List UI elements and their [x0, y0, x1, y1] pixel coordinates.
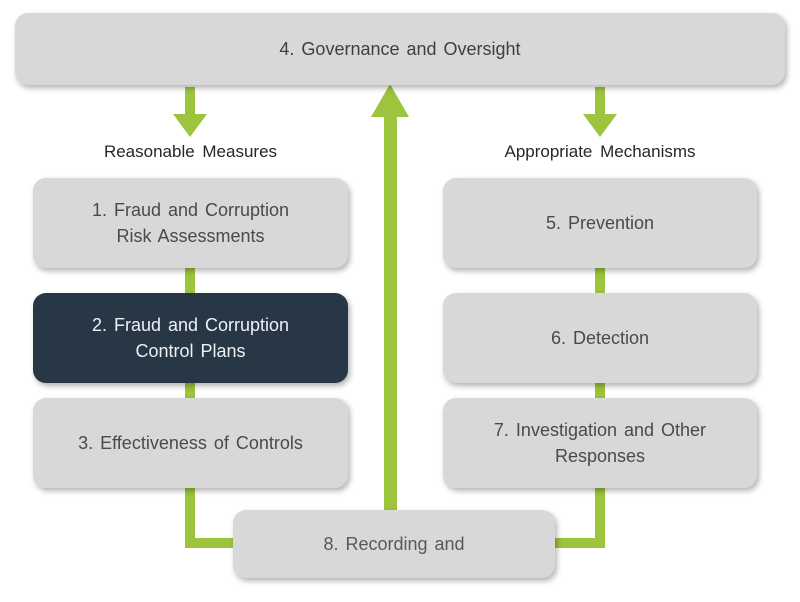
up-arrow-shaft: [384, 114, 397, 512]
prevention-box: 5. Prevention: [443, 178, 757, 268]
detection-box: 6. Detection: [443, 293, 757, 383]
governance-oversight-label: 4. Governance and Oversight: [279, 38, 521, 59]
risk-assessments-box: 1. Fraud and Corruption Risk Assessments: [33, 178, 348, 268]
governance-oversight-box: 4. Governance and Oversight: [15, 13, 785, 85]
prevention-label: 5. Prevention: [545, 212, 655, 233]
left-down-arrow-shaft: [185, 87, 195, 115]
detection-label: 6. Detection: [550, 327, 650, 348]
risk-assessments-label: 1. Fraud and Corruption Risk Assessments: [91, 199, 290, 246]
investigation-label: 7. Investigation and Other Responses: [493, 419, 707, 466]
investigation-box: 7. Investigation and Other Responses: [443, 398, 757, 488]
recording-label: 8. Recording and: [323, 533, 465, 554]
recording-box: 8. Recording and: [233, 510, 555, 578]
up-arrow-icon: [371, 84, 409, 117]
right-elbow-connector: [551, 538, 605, 548]
control-plans-box: 2. Fraud and Corruption Control Plans: [33, 293, 348, 383]
effectiveness-controls-box: 3. Effectiveness of Controls: [33, 398, 348, 488]
effectiveness-controls-label: 3. Effectiveness of Controls: [78, 432, 303, 453]
left-column-header: Reasonable Measures: [103, 142, 278, 161]
right-down-arrow-icon: [583, 114, 617, 137]
right-down-arrow-shaft: [595, 87, 605, 115]
control-plans-label: 2. Fraud and Corruption Control Plans: [91, 314, 290, 361]
left-elbow-connector: [185, 538, 235, 548]
right-column-header: Appropriate Mechanisms: [504, 142, 696, 161]
left-down-arrow-icon: [173, 114, 207, 137]
